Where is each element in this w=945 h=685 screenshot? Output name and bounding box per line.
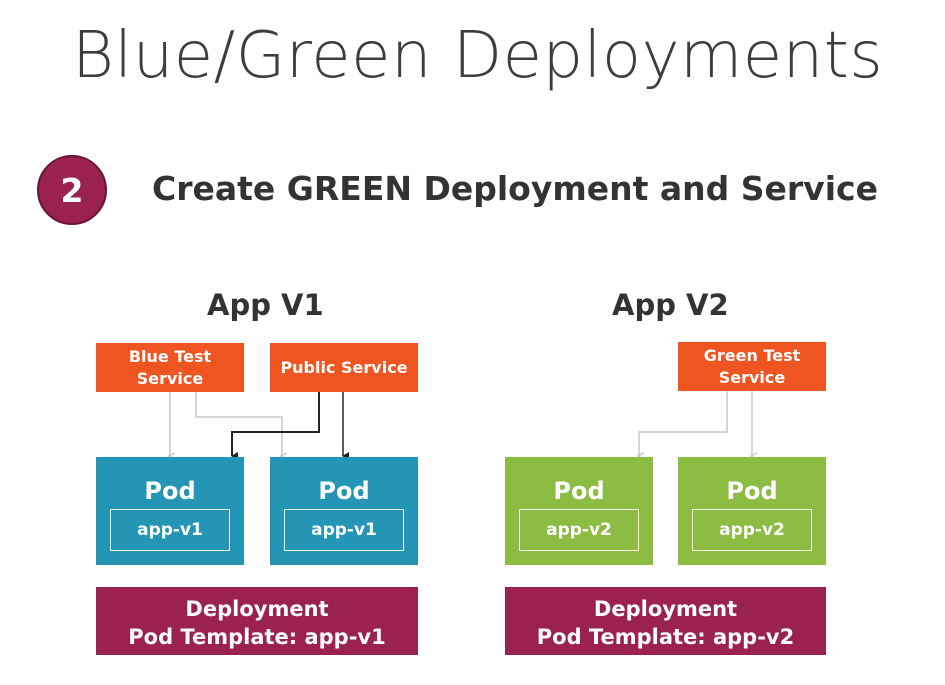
step-number-badge: 2: [37, 155, 107, 225]
pod-label: app-v1: [110, 509, 230, 551]
pod-title: Pod: [726, 477, 778, 505]
pod-title: Pod: [144, 477, 196, 505]
public-service-box: Public Service: [270, 343, 418, 392]
deployment-v1-template: Pod Template: app-v1: [128, 625, 386, 650]
app-v1-label: App V1: [207, 288, 324, 322]
app-v2-label: App V2: [612, 288, 729, 322]
pod-v2-a: Pod app-v2: [505, 457, 653, 565]
step-heading: Create GREEN Deployment and Service: [152, 169, 878, 208]
connector-public-to-pod1: [231, 392, 320, 460]
pod-title: Pod: [553, 477, 605, 505]
pod-label: app-v2: [519, 509, 639, 551]
deployment-v1-box: Deployment Pod Template: app-v1: [96, 587, 418, 655]
connector-blue-test-to-pod2: [195, 392, 282, 456]
pod-v1-a: Pod app-v1: [96, 457, 244, 565]
blue-test-service-box: Blue Test Service: [96, 343, 244, 392]
pod-title: Pod: [318, 477, 370, 505]
pod-label: app-v1: [284, 509, 404, 551]
green-test-service-box: Green Test Service: [678, 342, 826, 391]
deployment-v2-box: Deployment Pod Template: app-v2: [505, 587, 826, 655]
deployment-v2-title: Deployment: [593, 597, 738, 621]
connector-green-test-to-pod1: [639, 391, 728, 456]
pod-v2-b: Pod app-v2: [678, 457, 826, 565]
slide-title: Blue/Green Deployments: [72, 19, 884, 93]
pod-label: app-v2: [692, 509, 812, 551]
pod-v1-b: Pod app-v1: [270, 457, 418, 565]
deployment-v1-title: Deployment: [185, 597, 329, 621]
deployment-v2-template: Pod Template: app-v2: [536, 625, 795, 650]
